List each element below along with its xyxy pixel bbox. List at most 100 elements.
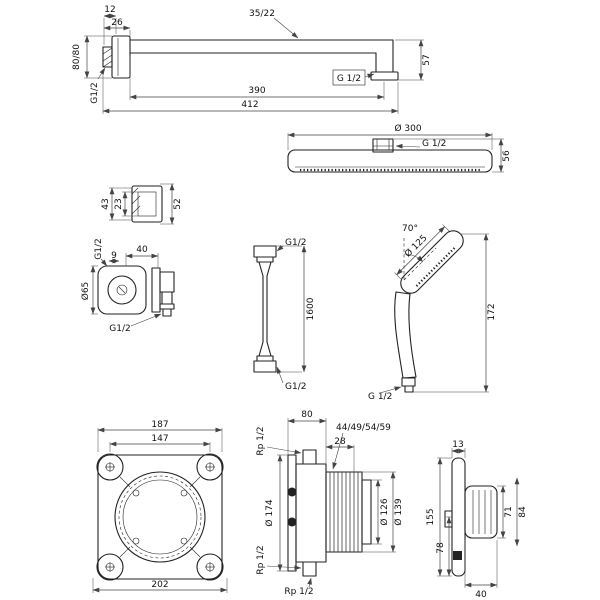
dim-ibox-202: 202: [151, 580, 168, 590]
handle-body: [394, 291, 417, 379]
head-connector: [372, 138, 394, 153]
dim-trim-84: 84: [518, 506, 528, 518]
dim-ibox-187: 187: [151, 420, 168, 430]
dim-hose-1600: 1600: [306, 297, 316, 320]
dim-trim-78: 78: [436, 542, 446, 554]
dim-arm-412: 412: [241, 100, 258, 110]
dim-head-56: 56: [502, 150, 512, 162]
dim-base-dia126: Ø 126: [379, 498, 390, 525]
wall-outlet-outline: [97, 265, 175, 317]
outlet-front-plate: [97, 265, 147, 315]
shower-hose-outline: [253, 245, 277, 373]
base-bottom-port: [302, 561, 317, 577]
overhead-shower-dimensions: Ø 300 G 1/2 56: [287, 123, 512, 173]
base-housing: [295, 463, 327, 563]
basic-set-dimensions: 80 44/49/54/59 28 Rp 1/2 Ø 174 Rp 1/2 Ø …: [256, 410, 404, 597]
base-end-cap: [361, 479, 372, 545]
shower-hose-drawing: G1/2 1600 G1/2: [253, 238, 316, 392]
installation-box-dimensions: 187 147 202: [92, 420, 228, 593]
handle-nipple: [404, 385, 414, 393]
trim-back-stub: [444, 510, 453, 528]
wall-outlet-drawing: G1/2 9 40 Ø65 G1/2: [80, 238, 175, 334]
dim-base-28: 28: [334, 437, 346, 447]
dim-trim-13: 13: [452, 440, 463, 450]
thread-label-hand: G 1/2: [368, 392, 392, 402]
outlet-side-body: [159, 271, 175, 293]
basic-set-outline: [287, 449, 372, 577]
dim-arm-57: 57: [422, 54, 432, 65]
hand-shower-dimensions: 172 G 1/2: [368, 233, 497, 402]
ibox-central-opening: [114, 471, 206, 563]
thermostat-trim-dimensions: 13 155 78 71 84 40: [426, 440, 528, 600]
arm-end-flange: [370, 71, 399, 81]
dim-ibox-147: 147: [151, 434, 168, 444]
dim-base-80: 80: [301, 410, 313, 420]
thread-label-outlet-bottom: G1/2: [109, 324, 130, 334]
thread-label-box: [332, 69, 366, 86]
thread-label-arm-end: G 1/2: [337, 74, 361, 84]
dim-trim-40: 40: [475, 590, 487, 600]
dim-bracket-23: 23: [114, 198, 124, 209]
dim-arm-390: 390: [248, 86, 265, 96]
trim-handle: [464, 485, 498, 539]
dim-trim-155: 155: [426, 508, 436, 525]
basic-set-drawing: 80 44/49/54/59 28 Rp 1/2 Ø 174 Rp 1/2 Ø …: [256, 410, 404, 597]
base-spindle-bottom: [287, 517, 297, 527]
thread-label-arm-wall: G1/2: [90, 82, 100, 103]
dim-outlet-dia65: Ø65: [80, 282, 91, 301]
hose-bottom-nut: [253, 360, 277, 373]
bracket-body: [131, 185, 163, 223]
base-faceplate: [287, 454, 297, 572]
overhead-shower-drawing: Ø 300 G 1/2 56: [287, 123, 512, 173]
installation-box-outline: [96, 453, 224, 581]
dim-base-depths: 44/49/54/59: [336, 423, 391, 433]
thermostat-trim-drawing: 13 155 78 71 84 40: [426, 440, 528, 600]
thread-label-hose-bottom: G1/2: [285, 382, 306, 392]
hand-spray-face: [415, 245, 457, 287]
outlet-nipple: [162, 308, 172, 317]
bracket-inner: [137, 191, 157, 217]
thread-label-base-mid: Rp 1/2: [256, 545, 266, 574]
shower-head-body: [287, 149, 493, 173]
dim-arm-35-22: 35/22: [249, 9, 275, 19]
thread-label-head: G 1/2: [422, 139, 446, 149]
ibox-plate: [97, 454, 223, 580]
dim-bracket-43: 43: [101, 198, 111, 209]
dim-base-dia139: Ø 139: [393, 498, 404, 525]
hand-shower-head-body: [400, 230, 464, 294]
dim-outlet-9: 9: [111, 251, 117, 261]
hand-shower-handle: [394, 291, 417, 393]
dim-arm-26: 26: [111, 18, 123, 28]
shower-arm-drawing: 12 26 35/22 57 80/80 G1/2 G 1/2 390: [72, 5, 432, 114]
outlet-side-plate: [151, 267, 161, 313]
base-function-block: [325, 471, 363, 553]
outlet-opening: [107, 275, 137, 305]
shower-hose-dimensions: G1/2 1600 G1/2: [276, 238, 316, 392]
thermostat-trim-outline: [444, 457, 498, 577]
overhead-shower-outline: [287, 138, 493, 173]
dim-head-diameter: Ø 300: [394, 123, 421, 134]
dim-arm-12: 12: [104, 5, 115, 15]
base-spindle-top: [287, 487, 297, 497]
wall-outlet-dimensions: G1/2 9 40 Ø65 G1/2: [80, 238, 162, 334]
wall-bracket-outline: [131, 185, 163, 223]
thread-label-base-top: Rp 1/2: [256, 426, 266, 455]
thread-label-outlet-top: G1/2: [94, 238, 104, 259]
dim-bracket-52: 52: [173, 198, 183, 209]
dim-arm-80-80: 80/80: [72, 44, 82, 70]
thread-label-base-bottom: Rp 1/2: [284, 587, 313, 597]
shower-arm-dimensions: 12 26 35/22 57 80/80 G1/2 G 1/2 390: [72, 5, 432, 114]
hose-top-nut: [253, 245, 277, 258]
dim-trim-71: 71: [504, 506, 514, 517]
wall-bracket-dimensions: 43 23 52: [101, 183, 183, 225]
installation-box-drawing: 187 147 202: [92, 420, 228, 593]
dim-hand-172: 172: [487, 303, 497, 320]
shower-arm-outline: [102, 35, 399, 81]
hand-shower-drawing: 70° Ø 125 172 G 1/2: [368, 224, 497, 402]
dim-hand-angle-70: 70°: [402, 224, 418, 234]
dim-outlet-40: 40: [136, 245, 148, 255]
arm-wall-flange: [111, 35, 131, 79]
thread-label-hose-top: G1/2: [285, 238, 306, 248]
